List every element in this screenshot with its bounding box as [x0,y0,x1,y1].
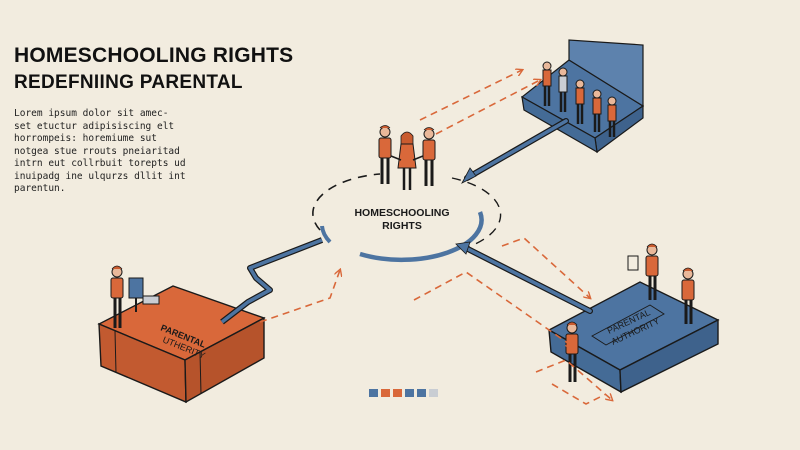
connector-right [455,241,593,314]
dashed-arrow-right-2 [413,271,572,346]
hub-label-line2: RIGHTS [382,220,422,232]
dashed-arrow-top-1 [419,70,522,121]
pager-dot[interactable] [429,389,438,397]
intro-line: horrompeis: horemiume sut [14,133,157,144]
connector-left [220,237,324,325]
page-title: HOMESCHOOLING RIGHTS [14,44,294,67]
students-queue-icon [542,61,617,137]
pager-dots [369,389,438,397]
hub-ellipse [312,173,502,263]
dashed-arrow-right-3 [535,359,612,400]
intro-line: Lorem ipsum dolor sit amec- [14,108,169,119]
dashed-arrow-left [259,270,340,323]
pager-dot[interactable] [369,389,378,397]
dashed-arrow-top-2 [435,80,540,135]
intro-line: set etuctur adipisiscing elt [14,120,175,132]
page-subtitle: REDEFNIING PARENTAL [14,72,243,93]
intro-line: inuipadg ine ulqurzs dllit int [14,170,186,182]
pager-dot[interactable] [405,389,414,397]
intro-line: parentun. [14,183,66,194]
intro-line: notgea stue rrouts pneiaritad [14,145,180,157]
parent-at-computer-icon [110,265,160,328]
connector-top-right [461,118,569,184]
hub-label-line1: HOMESCHOOLING [354,207,449,219]
intro-line: intrn eut collrbuit torepts ud [14,158,186,169]
pager-dot[interactable] [393,389,402,397]
pager-dot[interactable] [417,389,426,397]
parental-authority-block-left [97,285,266,404]
pager-dot[interactable] [381,389,390,397]
dashed-arrow-right-4 [551,383,607,405]
family-group-icon [378,125,436,190]
intro-paragraph: Lorem ipsum dolor sit amec- set etuctur … [14,108,186,196]
